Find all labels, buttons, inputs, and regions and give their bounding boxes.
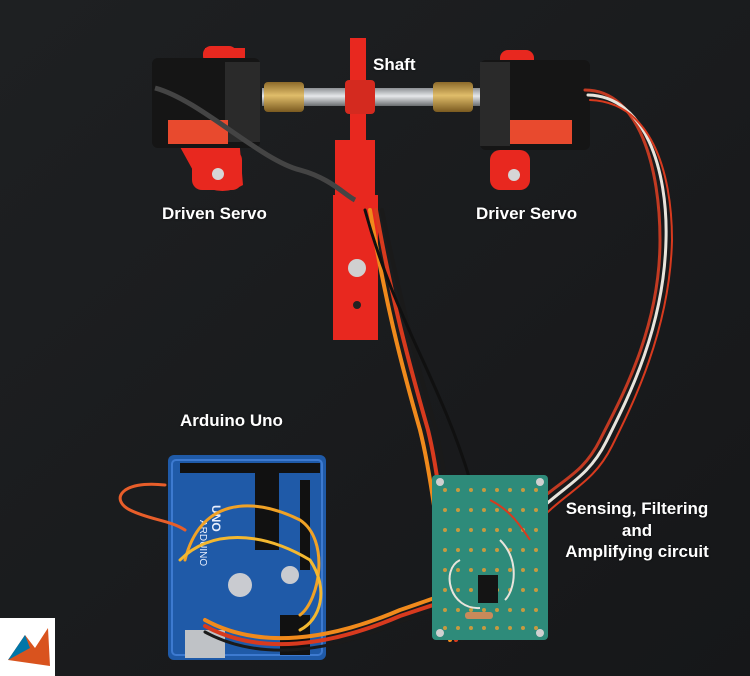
driver-servo-label: Driver Servo	[476, 204, 578, 223]
matlab-logo	[0, 618, 55, 676]
perfboard-holes	[443, 488, 538, 630]
driven-servo-assembly	[152, 46, 260, 191]
left-coupler	[264, 82, 304, 112]
circuit-label-line-2: and	[621, 520, 653, 540]
arduino-header-top	[180, 463, 320, 473]
perfboard-resistor	[465, 612, 493, 619]
driver-servo-assembly	[480, 50, 590, 190]
arduino-usb	[185, 630, 225, 658]
driver-servo-cable	[518, 88, 674, 529]
perfboard-pcb	[432, 475, 548, 640]
arduino-label: Arduino Uno	[180, 411, 283, 430]
support-screw	[348, 259, 366, 277]
perfboard-opamp	[478, 575, 498, 603]
driver-servo-foot	[490, 150, 530, 190]
driver-servo-sticker	[510, 120, 572, 144]
shaft-support-block	[335, 140, 375, 195]
arduino-capacitor	[228, 573, 252, 597]
shaft-support	[333, 38, 378, 340]
arduino-pcb	[168, 455, 326, 660]
circuit-label-line-1: Sensing, Filtering	[565, 499, 709, 518]
driver-servo-side	[480, 62, 510, 146]
shaft-label: Shaft	[373, 55, 416, 74]
circuit-label-line-3: Amplifying circuit	[565, 542, 709, 562]
driven-servo-cable	[154, 85, 357, 203]
right-coupler	[433, 82, 473, 112]
driven-servo-label: Driven Servo	[162, 204, 267, 223]
circuit-label: Sensing, Filtering and Amplifying circui…	[548, 499, 726, 562]
perfboard	[432, 475, 548, 640]
shaft-support-hub	[345, 80, 375, 114]
